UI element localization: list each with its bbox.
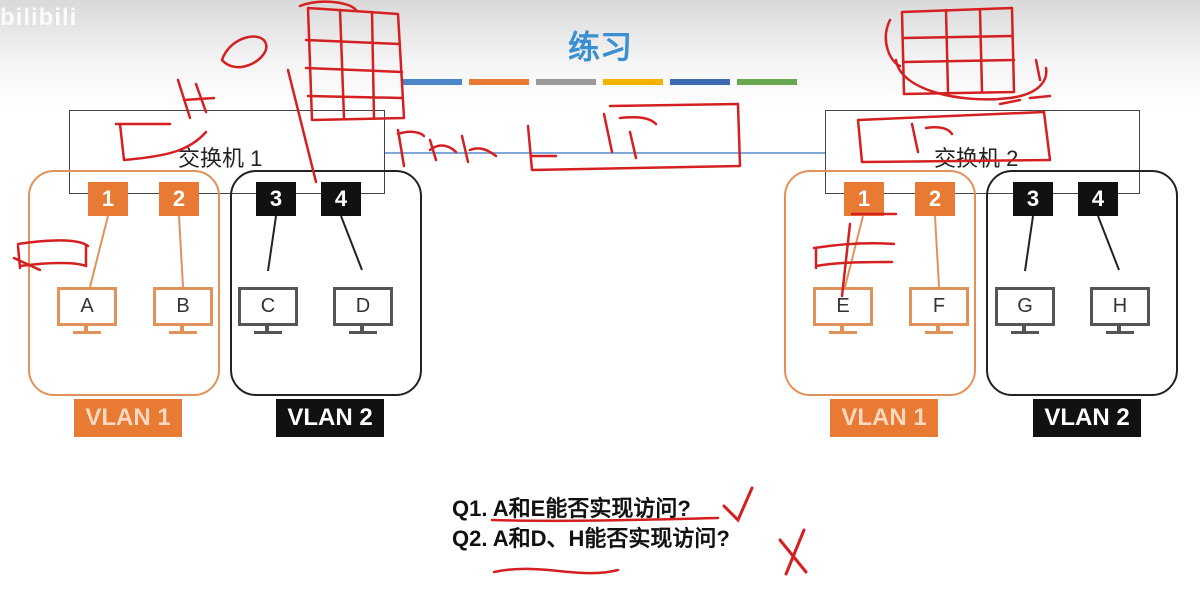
pc-g: G (995, 287, 1055, 337)
switch-2-port-2: 2 (915, 182, 955, 216)
pc-stand (936, 326, 940, 332)
switch-1-port-1: 1 (88, 182, 128, 216)
pc-stand (840, 326, 844, 332)
color-bar (670, 79, 730, 85)
switch-1-vlan2-group (230, 170, 422, 396)
color-bar (536, 79, 596, 85)
pc-base (169, 331, 197, 334)
pc-base (1011, 331, 1039, 334)
pc-stand (180, 326, 184, 332)
color-bar (402, 79, 462, 85)
color-bar (603, 79, 663, 85)
pc-d-label: D (333, 287, 393, 326)
pc-b-label: B (153, 287, 213, 326)
pc-a: A (57, 287, 117, 337)
watermark-logo: bilibili (0, 4, 78, 31)
questions: Q1. A和E能否实现访问? Q2. A和D、H能否实现访问? (452, 494, 730, 554)
pc-b: B (153, 287, 213, 337)
switch-2-vlan2-group (986, 170, 1178, 396)
pc-base (925, 331, 953, 334)
switch-1-vlan1-group (28, 170, 220, 396)
pc-stand (1117, 326, 1121, 332)
switch-1-port-2: 2 (159, 182, 199, 216)
pc-base (1106, 331, 1134, 334)
pc-stand (1022, 326, 1026, 332)
switch-1-port-3: 3 (256, 182, 296, 216)
switch-2-vlan2-tag: VLAN 2 (1033, 399, 1141, 437)
pc-f: F (909, 287, 969, 337)
pc-e: E (813, 287, 873, 337)
switch-2-label: 交换机 2 (934, 146, 1019, 171)
pc-c-label: C (238, 287, 298, 326)
switch-2-port-3: 3 (1013, 182, 1053, 216)
pc-g-label: G (995, 287, 1055, 326)
pc-base (829, 331, 857, 334)
question-2: Q2. A和D、H能否实现访问? (452, 526, 730, 551)
pc-h-label: H (1090, 287, 1150, 326)
switch-1-vlan1-tag: VLAN 1 (74, 399, 182, 437)
pc-f-label: F (909, 287, 969, 326)
color-bar (737, 79, 797, 85)
slide-title: 练习 (567, 29, 632, 65)
pc-h: H (1090, 287, 1150, 337)
color-bar (469, 79, 529, 85)
switch-2-port-4: 4 (1078, 182, 1118, 216)
pc-base (349, 331, 377, 334)
pc-e-label: E (813, 287, 873, 326)
question-1: Q1. A和E能否实现访问? (452, 496, 691, 521)
pc-base (73, 331, 101, 334)
pc-c: C (238, 287, 298, 337)
switch-2-vlan1-group (784, 170, 976, 396)
pc-stand (360, 326, 364, 332)
pc-d: D (333, 287, 393, 337)
switch-1-port-4: 4 (321, 182, 361, 216)
pc-a-label: A (57, 287, 117, 326)
pc-stand (265, 326, 269, 332)
pc-stand (84, 326, 88, 332)
switch-2-port-1: 1 (844, 182, 884, 216)
switch-2-vlan1-tag: VLAN 1 (830, 399, 938, 437)
switch-1-vlan2-tag: VLAN 2 (276, 399, 384, 437)
pc-base (254, 331, 282, 334)
